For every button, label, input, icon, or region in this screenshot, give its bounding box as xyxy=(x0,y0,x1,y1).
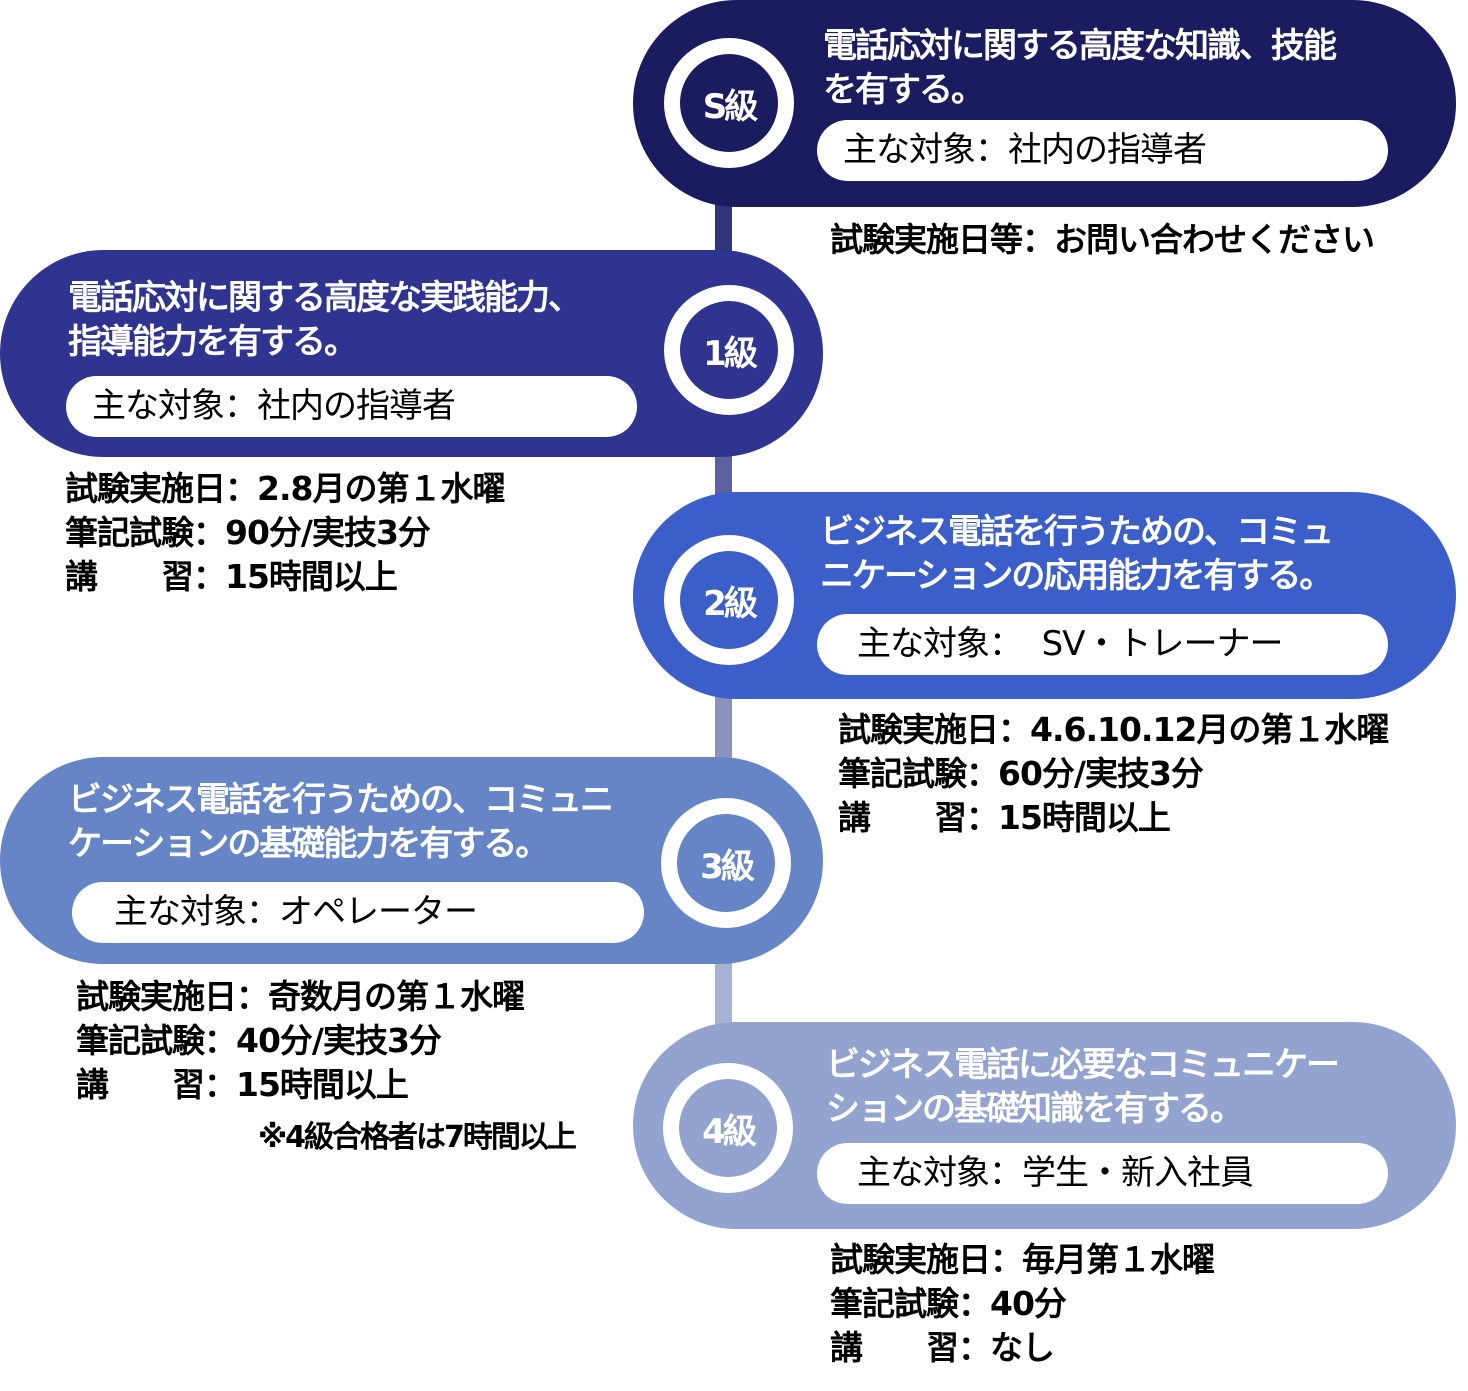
level-1-target: 主な対象：社内の指導者 xyxy=(66,376,637,437)
connector-line xyxy=(715,690,732,765)
level-4-info: 試験実施日：毎月第１水曜筆記試験：40分講 習：なし xyxy=(830,1240,1215,1367)
level-3-description: ビジネス電話を行うための、コミュニケーションの基礎能力を有する。 xyxy=(68,780,614,864)
level-2-description: ビジネス電話を行うための、コミュニケーションの応用能力を有する。 xyxy=(820,512,1334,596)
level-2-target: 主な対象： SV・トレーナー xyxy=(817,614,1388,675)
connector-line xyxy=(715,450,732,500)
connector-line xyxy=(715,200,732,260)
level-3-info: 試験実施日：奇数月の第１水曜筆記試験：40分/実技3分講 習：15時間以上 xyxy=(76,977,525,1104)
level-s-info: 試験実施日等：お問い合わせください xyxy=(830,220,1375,259)
level-3-note: ※4級合格者は7時間以上 xyxy=(258,1120,577,1155)
connector-line xyxy=(715,955,732,1030)
level-1-badge: 1級 xyxy=(664,285,794,415)
level-1-description: 電話応対に関する高度な実践能力、指導能力を有する。 xyxy=(68,278,582,362)
level-2-badge: 2級 xyxy=(664,535,794,665)
level-4-target: 主な対象：学生・新入社員 xyxy=(817,1143,1388,1204)
level-4-badge: 4級 xyxy=(663,1063,793,1193)
level-1-info: 試験実施日：2.8月の第１水曜筆記試験：90分/実技3分講 習：15時間以上 xyxy=(65,469,505,596)
level-s-target: 主な対象：社内の指導者 xyxy=(817,120,1388,181)
level-2-info: 試験実施日：4.6.10.12月の第１水曜筆記試験：60分/実技3分講 習：15… xyxy=(838,710,1389,837)
level-3-badge: 3級 xyxy=(661,798,791,928)
level-4-description: ビジネス電話に必要なコミュニケーションの基礎知識を有する。 xyxy=(826,1045,1340,1129)
level-3-target: 主な対象：オペレーター xyxy=(72,882,644,943)
level-s-description: 電話応対に関する高度な知識、技能を有する。 xyxy=(823,26,1337,110)
level-s-badge: S級 xyxy=(664,38,794,168)
